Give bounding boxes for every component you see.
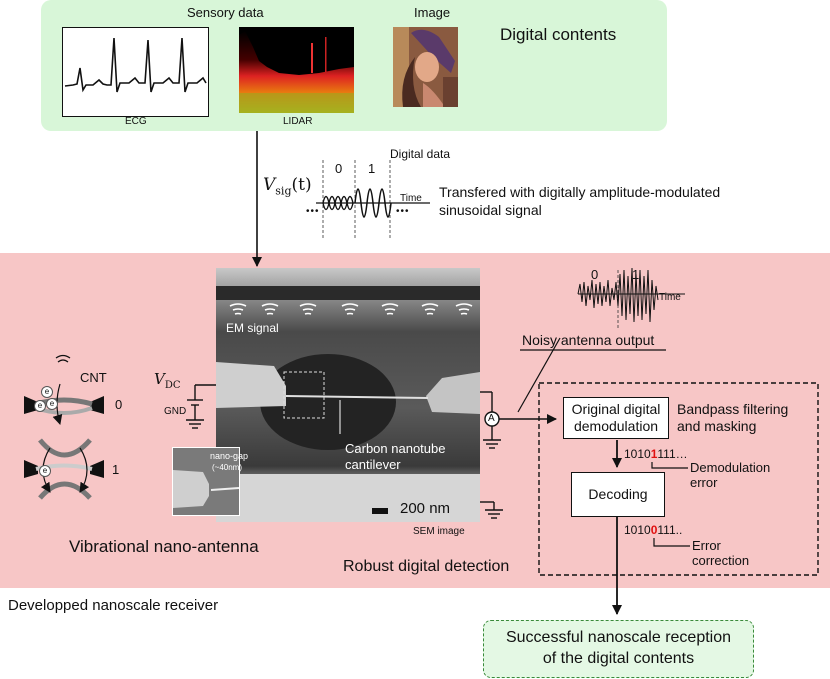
electron-icon-a: e [41, 386, 53, 398]
noisy-waveform [517, 267, 685, 413]
bit-0-label: 0 [335, 161, 343, 176]
sem-image [216, 268, 480, 522]
bit-1-label: 1 [368, 161, 376, 176]
vibrational-nano-antenna-label: Vibrational nano-antenna [69, 537, 259, 556]
digital-data-label: Digital data [390, 147, 451, 161]
noisy-bit-0: 0 [591, 267, 599, 282]
robust-digital-detection-label: Robust digital detection [343, 558, 510, 575]
antenna-state-0-label: 0 [115, 397, 123, 412]
error-correction-bracket [653, 538, 690, 547]
bandpass-label-line2: and masking [677, 418, 757, 434]
vdc-label: VDC [154, 370, 181, 391]
error-correction-label-line2: correction [692, 553, 750, 568]
nanogap-label-line1: nano-gap [210, 451, 249, 461]
signal-desc-line1: Transfered with digitally amplitude-modu… [439, 184, 721, 200]
error-correction-label-line1: Error [692, 538, 721, 553]
antenna-state-0 [24, 354, 104, 425]
antenna-state-1-label: 1 [112, 462, 120, 477]
dots-right: ••• [396, 206, 410, 217]
electron-icon-d: e [39, 465, 51, 477]
final-reception-box: Successful nanoscale reception of the di… [483, 620, 754, 678]
scale-bar-label: 200 nm [400, 500, 451, 517]
cnt-cantilever-label-line1: Carbon nanotube [345, 441, 446, 456]
noisy-time-label: Time [659, 292, 681, 303]
cnt-cantilever-label-line2: cantilever [345, 457, 401, 472]
digital-data-waveform [316, 160, 430, 240]
sem-caption: SEM image [413, 526, 465, 537]
vsig-label: Vsig(t) [263, 175, 312, 198]
demodulated-bits: 10101111… [624, 447, 688, 461]
image-label: Image [414, 5, 451, 20]
ammeter-label: A [488, 413, 495, 424]
ecg-thumbnail [62, 27, 209, 117]
decoded-bits: 10100111.. [624, 523, 683, 537]
cnt-label: CNT [80, 370, 107, 385]
signal-desc-line2: sinusoidal signal [439, 202, 542, 218]
demod-error-label-line1: Demodulation [690, 460, 771, 475]
sensory-data-label: Sensory data [187, 5, 264, 20]
image-thumbnail [393, 27, 458, 107]
demod-error-bracket [651, 462, 688, 469]
ecg-label: ECG [125, 116, 147, 127]
detection-dashed-box [538, 382, 819, 576]
digital-contents-label: Digital contents [500, 25, 617, 44]
final-line1: Successful nanoscale reception [505, 629, 732, 647]
lidar-thumbnail [239, 27, 354, 113]
electron-icon-c: e [46, 398, 58, 410]
ammeter-circuit [480, 391, 557, 449]
developped-nanoscale-receiver-label: Developped nanoscale receiver [8, 597, 219, 614]
noisy-antenna-output-label: Noisy antenna output [522, 332, 655, 348]
sem-ground [480, 501, 503, 519]
vdc-circuit [186, 384, 218, 429]
lidar-label: LIDAR [283, 116, 313, 127]
nanogap-inset [172, 447, 240, 516]
demod-error-label-line2: error [690, 475, 718, 490]
time-label: Time [400, 193, 422, 204]
gnd-label: GND [164, 406, 187, 417]
nanogap-label-line2: (~40nm) [212, 463, 243, 472]
bandpass-label-line1: Bandpass filtering [677, 401, 789, 417]
em-signal-label: EM signal [226, 321, 279, 335]
antenna-state-1 [24, 438, 104, 500]
dots-left: ••• [306, 206, 320, 217]
decoding-box: Decoding [571, 472, 665, 517]
noisy-bit-1: 1 [632, 267, 640, 282]
electron-icon-b: e [34, 400, 46, 412]
final-line2: of the digital contents [542, 650, 695, 667]
